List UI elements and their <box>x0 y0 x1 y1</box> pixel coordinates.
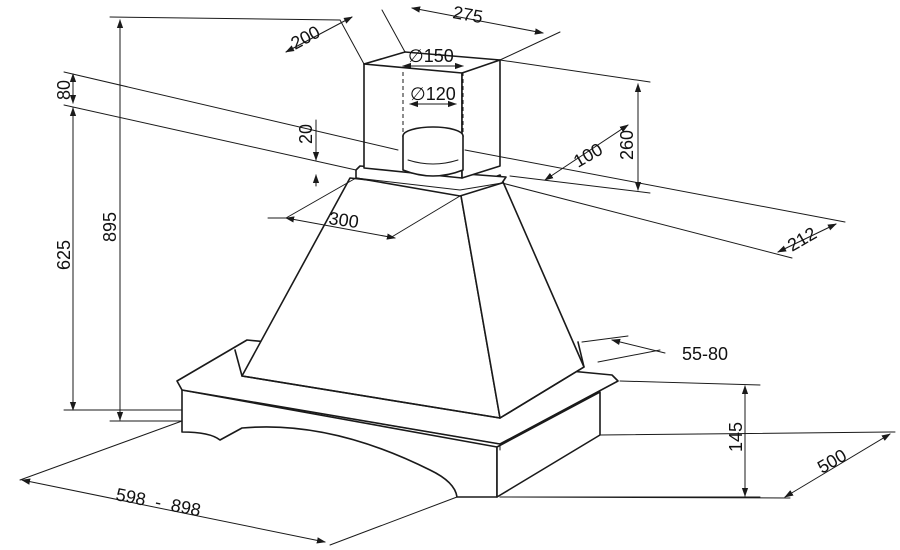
diameter-icon: ∅ <box>410 84 426 104</box>
chimney-side <box>461 59 501 179</box>
dim-260: 260 <box>617 130 637 160</box>
dim-80: 80 <box>54 80 74 100</box>
dim-895: 895 <box>100 212 120 242</box>
dimension-lines <box>19 6 896 546</box>
diameter-icon: ∅ <box>408 46 424 66</box>
dim-outlet-outer: ∅150 <box>408 46 454 66</box>
base-front-panel <box>181 389 498 498</box>
dim-300: 300 <box>327 208 360 232</box>
dim-outlet-inner: ∅120 <box>410 84 456 104</box>
dim-55-80: 55-80 <box>682 344 728 364</box>
dim-chimney-depth: 275 <box>451 2 484 27</box>
dim-500: 500 <box>814 445 850 477</box>
dim-598-898: 598 - 898 <box>114 484 202 520</box>
dim-20: 20 <box>296 124 316 144</box>
dim-145: 145 <box>726 422 746 452</box>
dim-212: 212 <box>784 223 820 255</box>
dim-100: 100 <box>570 139 606 171</box>
outlet-pipe <box>402 126 464 177</box>
hood-body <box>176 51 619 498</box>
dim-625: 625 <box>54 240 74 270</box>
